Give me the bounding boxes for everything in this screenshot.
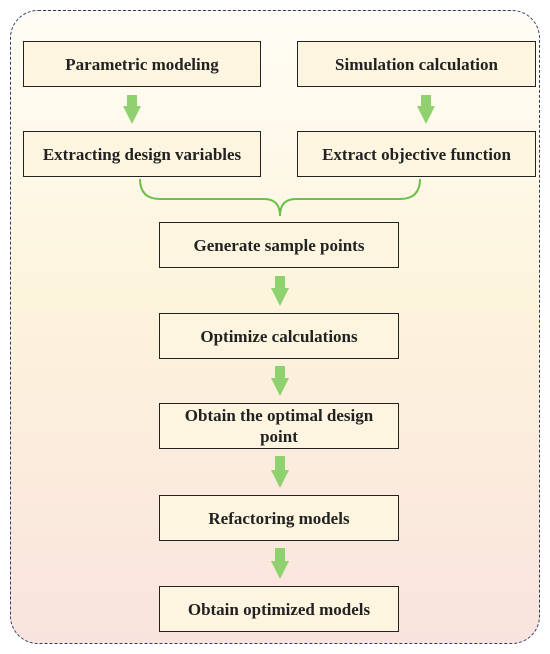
step-extract-objective-function: Extract objective function xyxy=(297,131,536,177)
step-label: Generate sample points xyxy=(193,235,365,255)
step-label: Refactoring models xyxy=(208,508,350,528)
step-label: Obtain the optimal design point xyxy=(184,406,374,446)
step-generate-sample-points: Generate sample points xyxy=(159,222,399,268)
step-label: Extract objective function xyxy=(322,144,511,164)
step-label: Obtain optimized models xyxy=(187,599,371,619)
step-obtain-optimal-design-point: Obtain the optimal design point xyxy=(159,403,399,449)
step-parametric-modeling: Parametric modeling xyxy=(23,41,261,87)
step-obtain-optimized-models: Obtain optimized models xyxy=(159,586,399,632)
step-label: Optimize calculations xyxy=(200,326,358,346)
step-refactoring-models: Refactoring models xyxy=(159,495,399,541)
step-simulation-calculation: Simulation calculation xyxy=(297,41,536,87)
step-optimize-calculations: Optimize calculations xyxy=(159,313,399,359)
step-label: Extracting design variables xyxy=(42,144,242,164)
step-extracting-design-variables: Extracting design variables xyxy=(23,131,261,177)
step-label: Parametric modeling xyxy=(65,54,219,74)
step-label: Simulation calculation xyxy=(335,54,498,74)
